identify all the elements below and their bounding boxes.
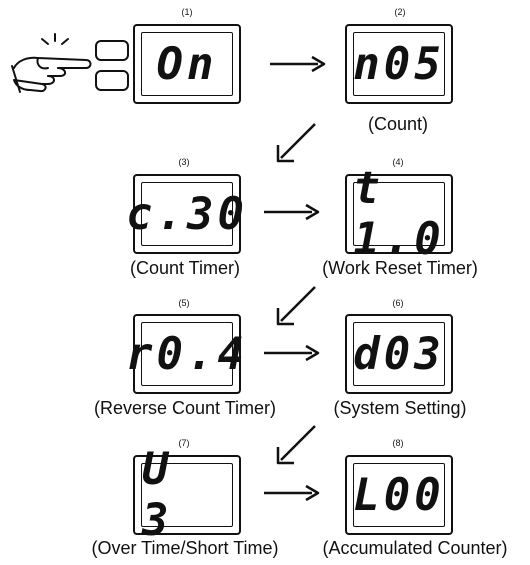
step-number-2: (2)	[394, 7, 406, 17]
caption-work-reset-timer: (Work Reset Timer)	[322, 258, 478, 278]
caption-reverse-count-timer: (Reverse Count Timer)	[93, 398, 277, 418]
caption-system-setting: (System Setting)	[333, 398, 467, 418]
lcd-display-2: n05	[345, 24, 453, 104]
right-arrow-icon	[264, 203, 320, 221]
step-number-5: (5)	[178, 298, 190, 308]
down-left-arrow-icon	[276, 425, 316, 465]
lcd-display-4: t 1.0	[345, 163, 453, 265]
down-left-arrow-icon	[276, 123, 316, 163]
step-number-4: (4)	[392, 157, 404, 167]
caption-count: (Count)	[367, 114, 429, 134]
right-arrow-icon	[264, 484, 320, 502]
up-button[interactable]	[95, 40, 129, 61]
lcd-display-5: r0.4	[126, 314, 244, 394]
caption-over-short-time: (Over Time/Short Time)	[91, 538, 279, 558]
lcd-value-3: c.30	[126, 188, 248, 240]
lcd-value-1: On	[156, 38, 218, 90]
step-number-1: (1)	[181, 7, 193, 17]
down-button[interactable]	[95, 70, 129, 91]
pointing-hand-icon	[11, 33, 92, 93]
lcd-value-7: U 3	[142, 444, 173, 546]
lcd-value-2: n05	[353, 38, 445, 90]
caption-count-timer: (Count Timer)	[129, 258, 241, 278]
lcd-value-5: r0.4	[126, 328, 248, 380]
lcd-value-8: L00	[353, 469, 445, 521]
lcd-display-6: d03	[345, 314, 453, 394]
lcd-value-6: d03	[353, 328, 445, 380]
lcd-display-3: c.30	[126, 174, 244, 254]
down-left-arrow-icon	[276, 286, 316, 326]
caption-accumulated-counter: (Accumulated Counter)	[322, 538, 508, 558]
step-number-6: (6)	[392, 298, 404, 308]
step-number-3: (3)	[178, 157, 190, 167]
step-number-7: (7)	[178, 438, 190, 448]
lcd-value-4: t 1.0	[353, 163, 445, 265]
right-arrow-icon	[264, 344, 320, 362]
lcd-display-8: L00	[345, 455, 453, 535]
right-arrow-icon	[270, 55, 326, 73]
lcd-display-1: On	[133, 24, 241, 104]
lcd-display-7: U 3	[133, 444, 241, 546]
step-number-8: (8)	[392, 438, 404, 448]
